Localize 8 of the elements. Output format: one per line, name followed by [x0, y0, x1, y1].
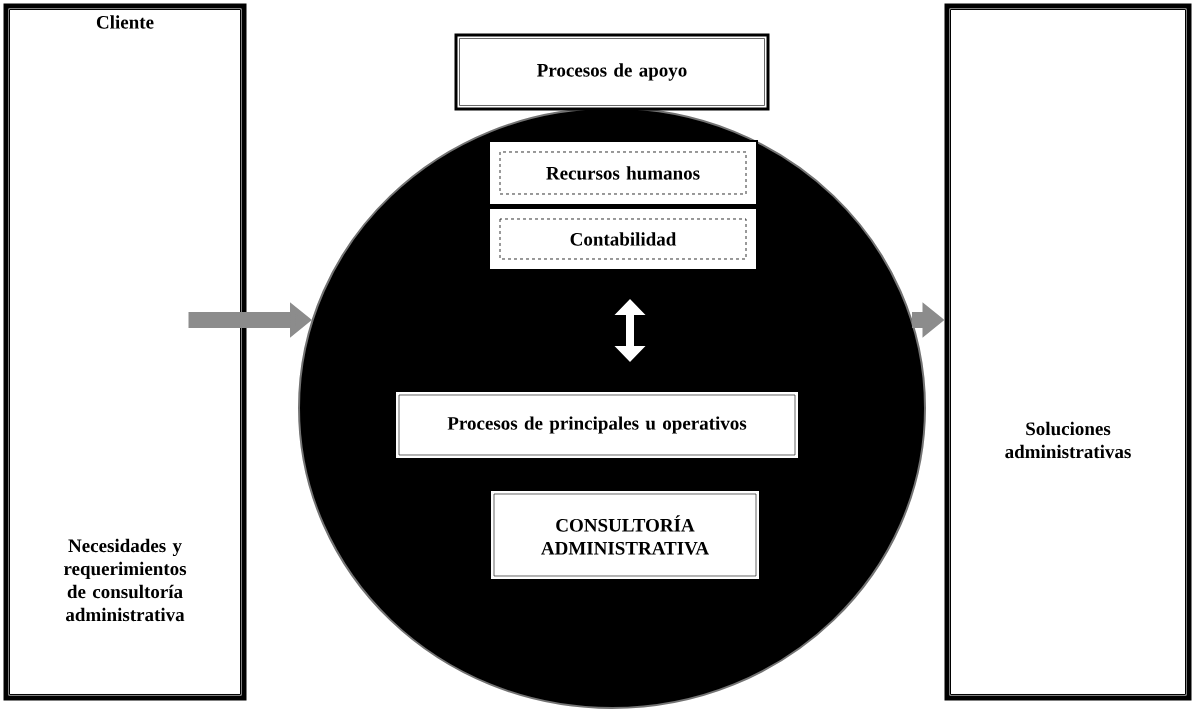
text-box: Contabilidad — [488, 207, 758, 271]
text-box: CONSULTORÍA ADMINISTRATIVA — [489, 489, 761, 581]
panel-box: Cliente Necesidades y requerimientos de consultoría administrativa — [3, 3, 247, 701]
text-box: Procesos de principales u operativos — [394, 390, 800, 460]
panel-box: Soluciones administrativas — [944, 3, 1192, 701]
text-box: Recursos humanos — [488, 140, 758, 206]
text-box: Procesos de apoyo — [454, 33, 770, 111]
double-arrow — [614, 299, 646, 362]
